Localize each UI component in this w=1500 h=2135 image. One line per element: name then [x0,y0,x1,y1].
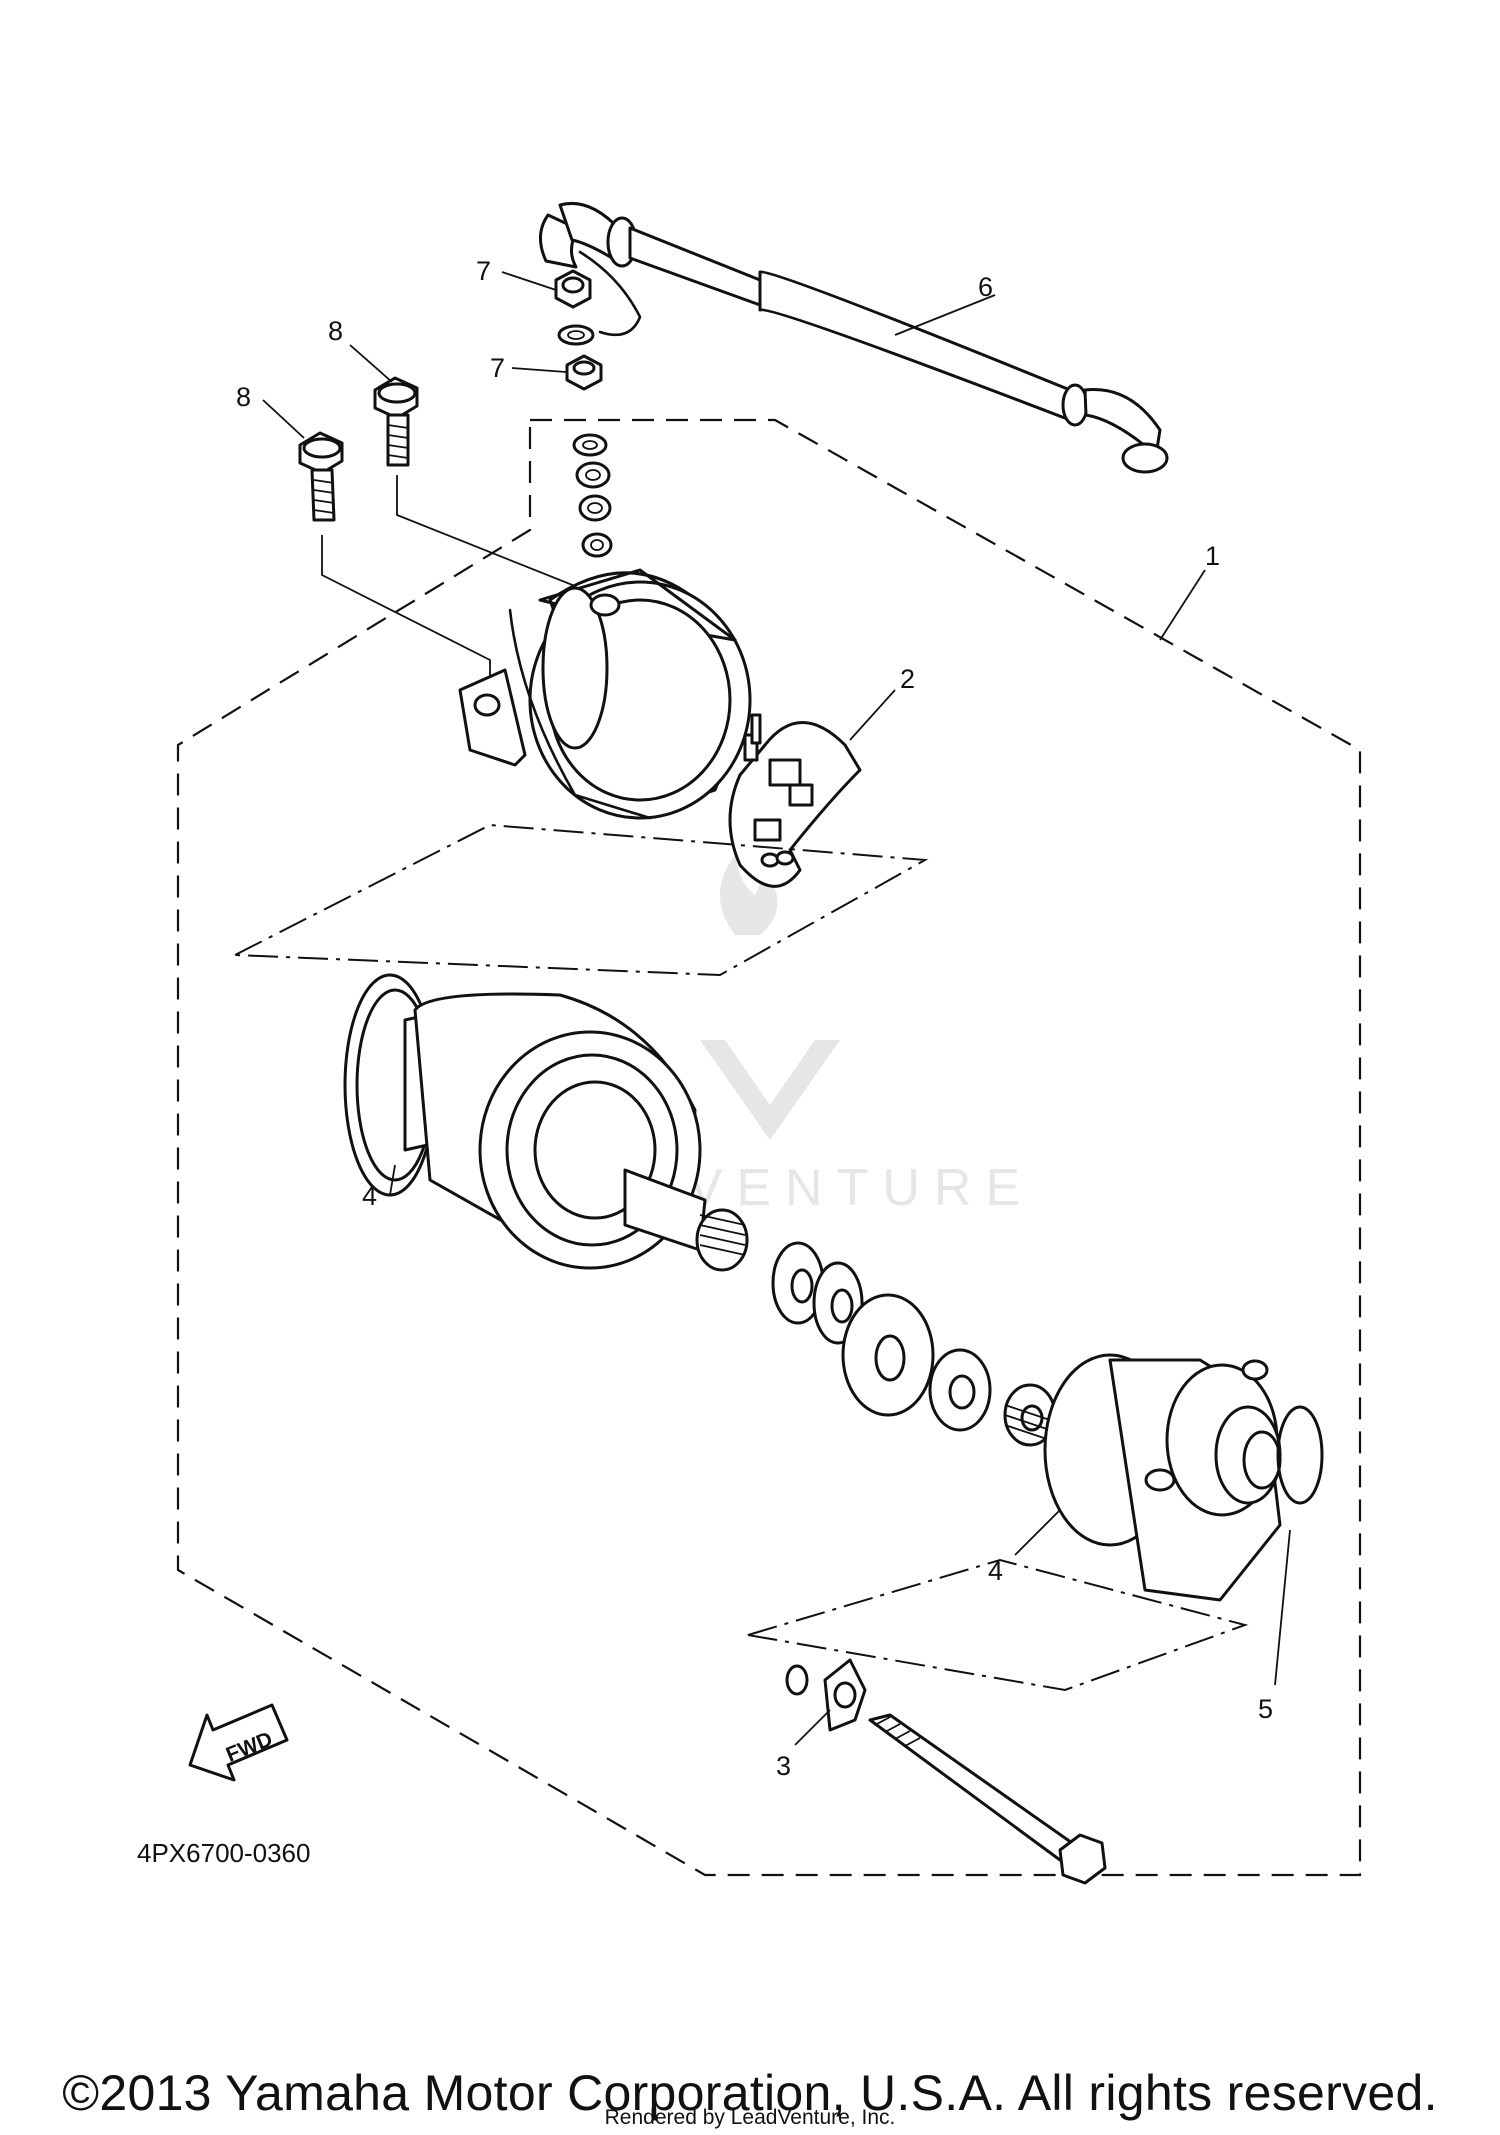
o-ring [1276,1405,1324,1505]
callout-7a: 7 [476,256,491,286]
callout-8a: 8 [328,316,343,346]
callout-6: 6 [978,272,993,302]
callout-4b: 4 [988,1556,1003,1586]
starter-hose [539,201,1169,474]
drawing-number: 4PX6700-0360 [137,1838,310,1868]
callout-3: 3 [776,1751,791,1781]
callout-1: 1 [1205,541,1220,571]
callout-8b: 8 [236,382,251,412]
callout-4a: 4 [362,1181,377,1211]
callout-2: 2 [900,664,915,694]
brush-holder [728,713,862,888]
plane-lower [747,1558,1249,1692]
assembly-outline [176,418,1362,1877]
through-bolt [785,1658,1107,1885]
front-cover [1043,1353,1282,1602]
plane-upper [231,823,929,977]
starter-armature [343,973,749,1272]
washer-stack [572,433,613,558]
terminal-nuts [554,269,603,391]
callout-5: 5 [1258,1694,1273,1724]
starter-yoke [458,568,752,820]
callout-7b: 7 [490,353,505,383]
rendered-by-notice: Rendered by LeadVenture, Inc. [604,2106,896,2129]
forward-arrow-icon: FWD [188,1703,289,1782]
mounting-bolts [298,376,586,680]
copyright-notice: ©2013 Yamaha Motor Corporation, U.S.A. A… [62,2065,1438,2121]
washers-bearings [771,1241,1057,1447]
leader-lines [262,271,1291,1746]
